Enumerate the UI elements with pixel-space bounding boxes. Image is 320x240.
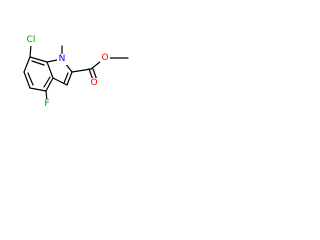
o-ester-label-bg — [100, 53, 110, 64]
n-label-bg — [57, 54, 67, 65]
atom-labels: Cl N F O O — [23, 35, 110, 110]
carbonyl-oxygen-label: O — [90, 78, 97, 88]
bond-c2-ccarbonyl — [71, 68, 92, 73]
bonds — [23, 44, 129, 102]
bond-c6-c5 — [23, 71, 31, 89]
molecule-structure: Cl N F O O — [23, 35, 129, 110]
bond-c4-c3a-inner — [43, 76, 51, 88]
bond-c7-c6 — [23, 56, 31, 73]
bond-c3a-c7a — [46, 61, 54, 79]
ester-oxygen-label: O — [101, 53, 108, 63]
chlorine-label: Cl — [27, 35, 36, 45]
fluorine-label: F — [44, 99, 49, 109]
bond-c2-c3 — [66, 71, 73, 86]
o-carbonyl-label-bg — [89, 78, 99, 89]
bond-c7-cl — [29, 44, 32, 58]
bond-c7a-c7-inner — [31, 60, 45, 66]
f-label-bg — [42, 99, 52, 110]
bond-c7a-c7 — [29, 56, 48, 63]
cl-label-bg — [23, 35, 39, 46]
bond-c3-c3a — [52, 77, 68, 86]
bond-c4-c3a — [45, 77, 54, 92]
bond-c5-c4 — [29, 87, 47, 92]
bond-c6-c5-inner — [27, 72, 34, 86]
bond-c2-c3-inner — [63, 72, 69, 84]
nitrogen-label: N — [59, 54, 66, 64]
